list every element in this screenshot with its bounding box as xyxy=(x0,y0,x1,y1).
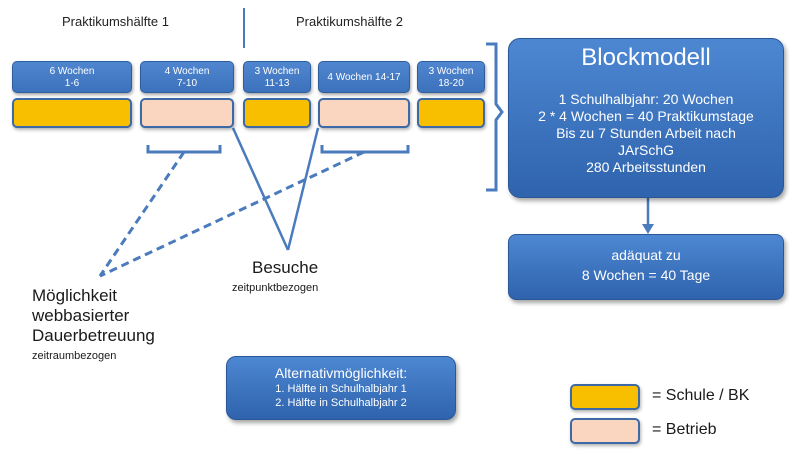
web-line-1 xyxy=(98,151,186,277)
blockmodell-line: 1 Schulhalbjahr: 20 Wochen xyxy=(558,91,734,107)
bracket-week2 xyxy=(146,145,222,154)
alternative-box: Alternativmöglichkeit: 1. Hälfte in Schu… xyxy=(226,356,456,420)
bracket-week4 xyxy=(320,145,410,154)
right-bracket xyxy=(486,42,504,192)
web-line-2 xyxy=(99,150,365,278)
legend-school-swatch xyxy=(570,384,640,410)
slot-school-3 xyxy=(417,98,485,128)
legend-company-swatch xyxy=(570,418,640,444)
equivalent-box: adäquat zu 8 Wochen = 40 Tage xyxy=(508,234,784,300)
visits-title: Besuche xyxy=(252,258,319,277)
down-arrow-head xyxy=(642,224,654,234)
legend-school-label: = Schule / BK xyxy=(652,387,750,404)
half2-header: Praktikumshälfte 2 xyxy=(296,14,403,29)
blockmodell-line: 280 Arbeitsstunden xyxy=(586,159,706,175)
visit-line-1 xyxy=(231,127,290,251)
slot-company-1 xyxy=(140,98,234,128)
web-support-label: Möglichkeit webbasierter Dauerbetreuung xyxy=(32,286,155,345)
legend-company-label: = Betrieb xyxy=(652,421,717,438)
week-box-4: 4 Wochen 14-17 xyxy=(318,61,410,93)
blockmodell-line: JArSchG xyxy=(617,142,674,158)
slot-school-1 xyxy=(12,98,132,128)
blockmodell-title: Blockmodell xyxy=(581,44,711,71)
blockmodell-line: 2 * 4 Wochen = 40 Praktikumstage xyxy=(538,108,754,124)
blockmodell-box: Blockmodell 1 Schulhalbjahr: 20 Wochen 2… xyxy=(508,38,784,198)
slot-company-2 xyxy=(318,98,410,128)
slot-school-2 xyxy=(243,98,311,128)
half1-header: Praktikumshälfte 1 xyxy=(62,14,169,29)
visits-sub: zeitpunktbezogen xyxy=(232,282,319,294)
web-support-sub: zeitraumbezogen xyxy=(32,350,117,362)
visit-line-2 xyxy=(286,127,320,251)
blockmodell-line: Bis zu 7 Stunden Arbeit nach xyxy=(556,125,736,141)
